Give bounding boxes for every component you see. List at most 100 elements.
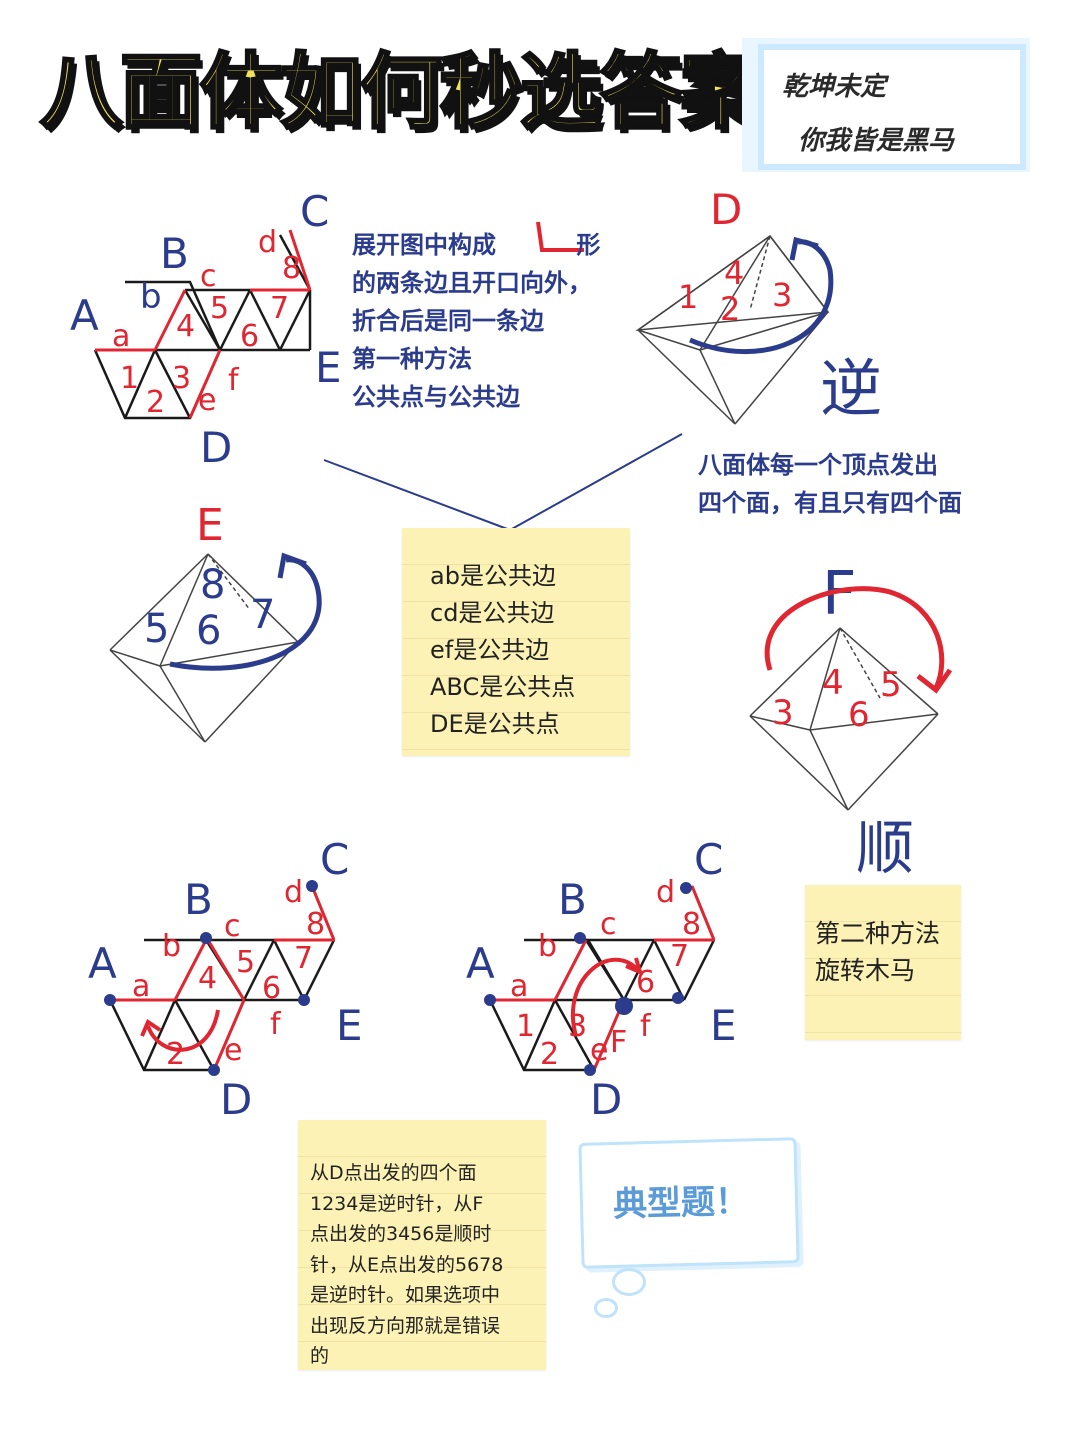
face-8: 8 [282, 251, 301, 286]
method1-line: 公共点与公共边 [352, 383, 520, 411]
l-shape-mark [536, 221, 584, 252]
label-A: A [466, 939, 495, 988]
thought-bubble-large [612, 1268, 646, 1296]
counterclockwise-mark: 逆 [820, 352, 882, 425]
face-2: 2 [720, 290, 740, 328]
face-1: 1 [120, 361, 139, 396]
label-C: C [300, 190, 329, 236]
rule-line: 1234是逆时针，从F [310, 1192, 484, 1215]
rule-line: 针，从E点出发的5678 [310, 1253, 504, 1276]
label-e: e [198, 383, 216, 418]
rule-line: 是逆时针。如果选项中 [310, 1284, 501, 1306]
label-b: b [538, 929, 557, 964]
face-7: 7 [250, 592, 275, 638]
vertex-note: 八面体每一个顶点发出 四个面，有且只有四个面 [698, 446, 962, 522]
face-2: 2 [146, 385, 165, 420]
label-E: E [336, 1001, 363, 1050]
octahedron-E: E 5 6 7 8 [109, 500, 322, 743]
motto-frame: 乾坤未定 你我皆是黑马 [758, 44, 1026, 170]
motto-line-1: 乾坤未定 [782, 72, 887, 102]
vertex-line: 四个面，有且只有四个面 [698, 489, 962, 517]
label-B: B [558, 875, 587, 924]
label-D: D [220, 1075, 252, 1120]
face-8: 8 [306, 907, 325, 942]
face-3: 3 [172, 361, 191, 396]
method1-line: 第一种方法 [352, 345, 472, 373]
thought-bubble-small [594, 1298, 618, 1318]
face-5: 5 [880, 665, 902, 705]
label-B: B [184, 875, 213, 924]
motto-line-2: 你我皆是黑马 [798, 126, 955, 156]
common-line: DE是公共点 [430, 710, 560, 738]
common-line: ab是公共边 [430, 562, 556, 590]
net-diagram-bottom-right: A B C D E b a c d e F f 1 2 3 6 7 8 [466, 835, 737, 1120]
typical-question-card: 典型题！ [578, 1137, 800, 1269]
typical-question-label: 典型题！ [612, 1181, 750, 1225]
face-4: 4 [176, 309, 195, 344]
vertex-E: E [196, 500, 224, 551]
face-4: 4 [724, 254, 744, 292]
label-f: f [228, 363, 240, 398]
label-c: c [200, 259, 217, 294]
method2-line: 第二种方法 [815, 919, 941, 948]
net-diagram-top: A B C D E b a c d e f 1 2 3 4 5 6 7 8 [70, 190, 342, 472]
method1-line: 的两条边且开口向外， [352, 269, 592, 297]
label-a: a [510, 969, 528, 1004]
label-a: a [112, 319, 130, 354]
face-4: 4 [822, 663, 844, 703]
common-line: cd是公共边 [430, 599, 555, 627]
face-8: 8 [682, 907, 701, 942]
page-title: 八面体如何秒选答案 [39, 44, 764, 142]
octahedron-F: F 3 4 6 5 顺 [749, 559, 953, 878]
sticky-common-parts: ab是公共边 cd是公共边 ef是公共边 ABC是公共点 DE是公共点 [402, 528, 630, 756]
face-1: 1 [516, 1009, 535, 1044]
label-F: F [610, 1025, 627, 1060]
label-D: D [590, 1075, 622, 1120]
label-f: f [640, 1009, 652, 1044]
method1-note: 展开图中构成 形 的两条边且开口向外， 折合后是同一条边 第一种方法 公共点与公… [352, 226, 600, 416]
label-A: A [70, 291, 99, 340]
common-line: ef是公共边 [430, 636, 550, 664]
rule-line: 的 [310, 1345, 330, 1367]
label-a: a [132, 969, 150, 1004]
face-5: 5 [210, 291, 229, 326]
face-7: 7 [670, 939, 689, 974]
motto-card: 乾坤未定 你我皆是黑马 [742, 38, 1030, 172]
clockwise-mark: 顺 [856, 814, 914, 878]
face-5: 5 [144, 606, 169, 652]
face-1: 1 [678, 278, 698, 316]
label-c: c [224, 909, 241, 944]
label-A: A [88, 939, 117, 988]
label-f: f [270, 1007, 282, 1042]
face-3: 3 [772, 693, 794, 733]
face-3: 3 [772, 276, 792, 314]
face-2: 2 [540, 1037, 559, 1072]
rule-line: 点出发的3456是顺时 [310, 1223, 492, 1245]
rule-line: 出现反方向那就是错误 [310, 1314, 501, 1337]
common-line: ABC是公共点 [430, 673, 576, 701]
label-d: d [258, 225, 277, 260]
label-E: E [710, 1001, 737, 1050]
label-b: b [162, 929, 181, 964]
octahedron-D: D 1 2 3 4 逆 [635, 185, 882, 425]
face-3: 3 [568, 1009, 587, 1044]
label-E: E [315, 343, 342, 392]
label-D: D [200, 423, 232, 472]
label-e: e [224, 1033, 242, 1068]
face-5: 5 [236, 945, 255, 980]
method2-line: 旋转木马 [815, 956, 916, 985]
label-c: c [600, 907, 617, 942]
label-d: d [284, 875, 303, 910]
face-7: 7 [294, 941, 313, 976]
vertex-line: 八面体每一个顶点发出 [698, 451, 938, 479]
face-7: 7 [270, 291, 289, 326]
vertex-D: D [710, 185, 742, 234]
label-C: C [694, 835, 723, 884]
face-6: 6 [196, 608, 221, 654]
face-8: 8 [200, 562, 225, 608]
label-d: d [656, 875, 675, 910]
method1-line: 折合后是同一条边 [352, 307, 544, 335]
net-diagram-bottom-left: A B C D E b a c d e f 5 6 7 8 2 4 [88, 835, 363, 1120]
rule-line: 从D点出发的四个面 [310, 1162, 477, 1184]
label-b: b [140, 277, 162, 317]
